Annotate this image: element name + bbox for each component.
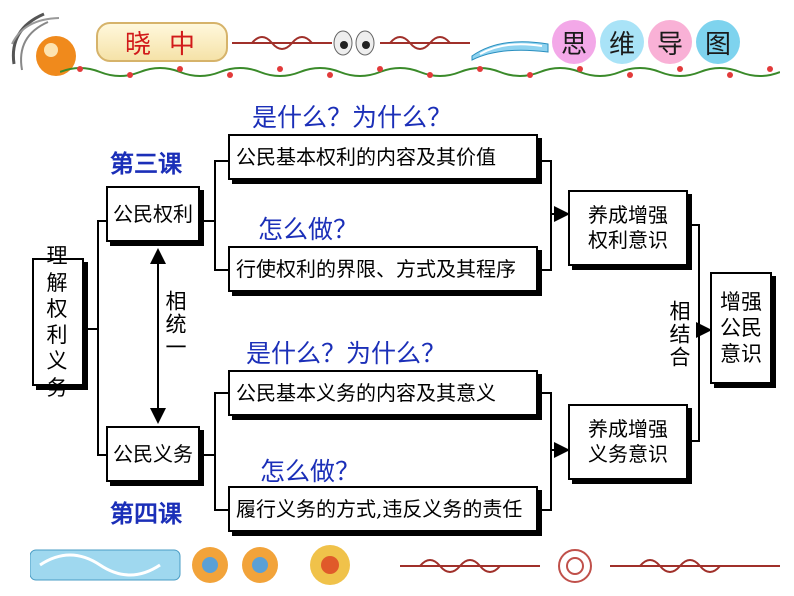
mindmap-bubble: 图 [696, 20, 740, 64]
header-title-char: 中 [169, 29, 214, 60]
connector-line [550, 160, 552, 271]
connector-line [97, 220, 107, 222]
duties-box: 公民义务 [106, 426, 200, 482]
question-how-1: 怎么做？ [258, 215, 359, 244]
connector-line [550, 392, 552, 511]
question-what-why-1: 是什么？为什么？ [252, 103, 453, 132]
duties-awareness-box: 养成增强义务意识 [568, 404, 688, 480]
connector-line [86, 328, 98, 330]
question-how-2: 怎么做？ [260, 457, 361, 486]
final-text: 增强公民意识 [720, 289, 762, 367]
rights-content-text: 公民基本权利的内容及其价值 [236, 144, 496, 169]
rights-label: 公民权利 [113, 201, 193, 226]
duties-perform-text: 履行义务的方式,违反义务的责任 [236, 496, 523, 521]
connector-line [200, 454, 216, 456]
ornament-border-icon [232, 28, 332, 58]
mindmap-bubble: 思 [552, 20, 596, 64]
footer-ornament-icon [400, 546, 780, 586]
final-box: 增强公民意识 [710, 272, 772, 384]
duties-awareness-text: 养成增强义务意识 [588, 417, 668, 466]
duties-content-box: 公民基本义务的内容及其意义 [228, 370, 538, 416]
connector-line [214, 160, 228, 162]
flower-vine-border-icon [59, 64, 781, 80]
relation-text: 相统一 [163, 290, 187, 359]
connector-line [540, 392, 552, 394]
rights-awareness-box: 养成增强权利意识 [568, 190, 688, 266]
connector-line [214, 509, 228, 511]
connector-line [540, 160, 552, 162]
connector-line [214, 269, 228, 271]
connector-line [214, 392, 228, 394]
connector-line [690, 440, 700, 442]
connector-line [214, 392, 216, 510]
eyes-icon [332, 28, 376, 58]
open-book-icon [470, 26, 550, 62]
header-title: 晓中 [96, 22, 228, 62]
connector-line [200, 220, 216, 222]
connector-line [97, 454, 107, 456]
connector-line [540, 269, 552, 271]
combine-label: 相结合 [664, 300, 691, 373]
question-what-why-2: 是什么？为什么？ [246, 339, 447, 368]
rights-box: 公民权利 [106, 186, 200, 242]
connector-line [97, 220, 99, 456]
root-label: 理解权利义务 [46, 244, 70, 400]
combine-text: 相结合 [667, 300, 691, 369]
root-box: 理解权利义务 [32, 244, 84, 400]
footer-toy-decoration-icon [29, 540, 390, 590]
connector-line [214, 160, 216, 270]
rights-exercise-box: 行使权利的界限、方式及其程序 [228, 246, 538, 292]
connector-line [540, 509, 552, 511]
connector-line [690, 224, 700, 226]
logo-swirl-icon [4, 4, 84, 84]
relation-label: 相统一 [160, 290, 187, 363]
rights-awareness-text: 养成增强权利意识 [588, 203, 668, 252]
ornament-border-icon [380, 28, 470, 58]
duties-content-text: 公民基本义务的内容及其意义 [236, 380, 496, 405]
rights-exercise-text: 行使权利的界限、方式及其程序 [236, 256, 516, 281]
mindmap-bubble: 导 [648, 20, 692, 64]
lesson4-label: 第四课 [110, 500, 182, 528]
lesson3-label: 第三课 [110, 150, 182, 178]
rights-content-box: 公民基本权利的内容及其价值 [228, 134, 538, 180]
mindmap-bubble: 维 [600, 20, 644, 64]
duties-label: 公民义务 [113, 441, 193, 466]
duties-perform-box: 履行义务的方式,违反义务的责任 [228, 486, 538, 532]
header-title-char: 晓 [124, 29, 169, 60]
